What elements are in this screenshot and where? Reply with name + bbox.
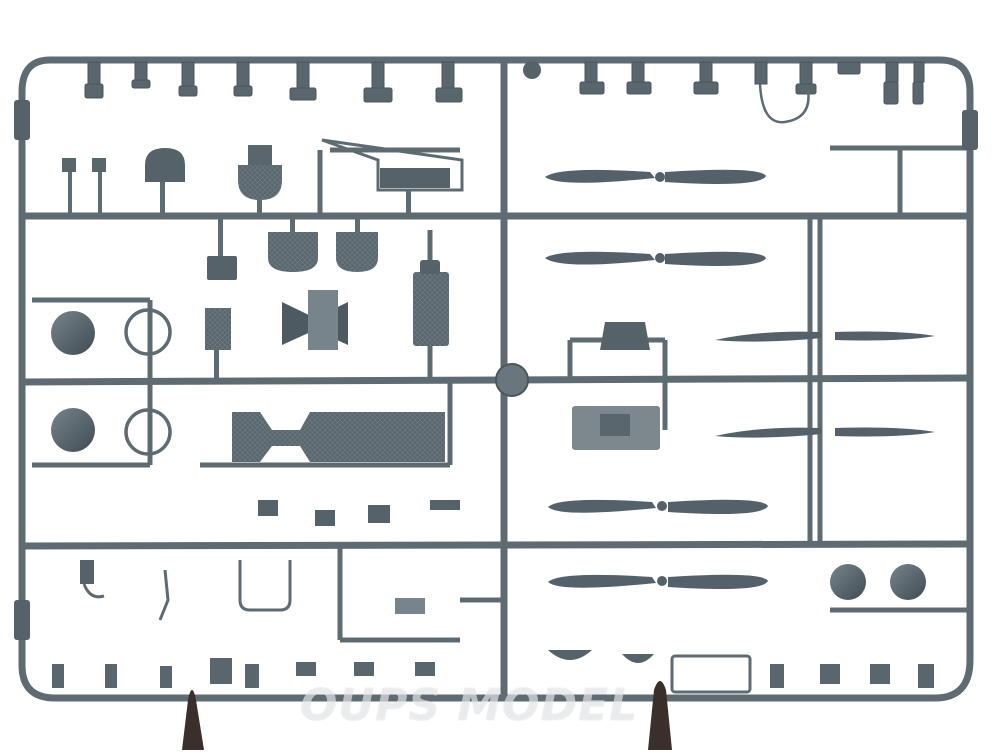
engine-block (572, 322, 660, 450)
watermark-text: OUPS MODEL (300, 680, 639, 731)
display-stands (182, 681, 672, 750)
lower-parts (80, 500, 752, 694)
floor-panel (232, 412, 445, 462)
propellers (545, 169, 935, 589)
small-parts-top (84, 61, 925, 105)
cockpit-parts-row2 (205, 216, 449, 382)
sprue-runners (32, 145, 970, 643)
spheres-and-rings (51, 308, 926, 600)
frame-tabs (14, 61, 978, 640)
small-parts-bottom (52, 658, 934, 688)
wire-part (758, 83, 810, 124)
cockpit-parts-row1 (62, 138, 464, 216)
